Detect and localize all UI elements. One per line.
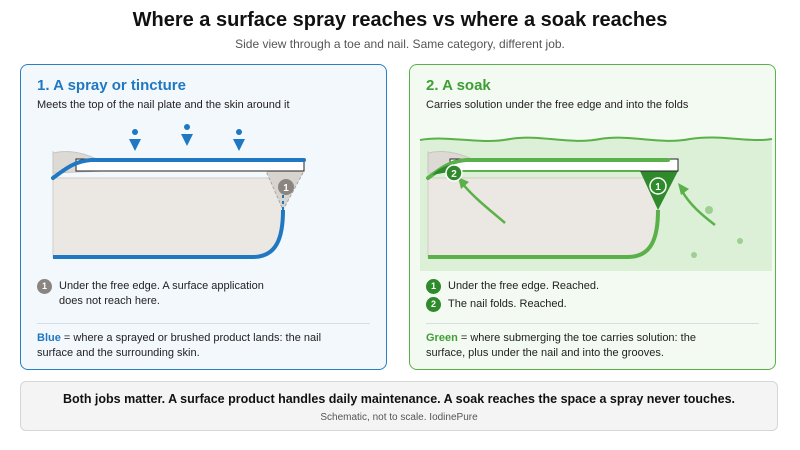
spray-note: Blue = where a sprayed or brushed produc…: [37, 331, 327, 361]
spray-panel-title: 1. A spray or tincture: [37, 77, 186, 94]
page-subtitle: Side view through a toe and nail. Same c…: [235, 37, 565, 51]
soak-legend-1: 1 Under the free edge. Reached.: [426, 279, 726, 294]
spray-coverage-line: [51, 158, 306, 180]
spray-legend-1-num: 1: [37, 279, 52, 294]
soak-coverage-tip: [428, 209, 660, 259]
soak-legend-1-num: 1: [426, 279, 441, 294]
soak-note: Green = where submerging the toe carries…: [426, 331, 726, 361]
soak-panel-description: Carries solution under the free edge and…: [426, 99, 689, 111]
footer-box: Both jobs matter. A surface product hand…: [20, 381, 778, 431]
soak-legend-2: 2 The nail folds. Reached.: [426, 297, 726, 312]
soak-marker-1: [649, 177, 667, 195]
soak-diagram: 2 1: [419, 136, 773, 271]
soak-bubble: [705, 206, 713, 214]
soak-panel: 2. A soak Carries solution under the fre…: [409, 64, 776, 370]
soak-arrow-edge: [680, 190, 716, 226]
spray-marker-1: [278, 179, 294, 195]
soak-note-keyword: Green: [426, 332, 458, 344]
spray-marker-1-label: 1: [283, 183, 289, 194]
soak-note-text: = where submerging the toe carries solut…: [426, 332, 696, 359]
soak-panel-title: 2. A soak: [426, 77, 491, 94]
soak-legend-2-text: The nail folds. Reached.: [448, 298, 567, 310]
spray-note-text: = where a sprayed or brushed product lan…: [37, 332, 322, 359]
spray-droplet: [181, 124, 193, 146]
soak-arrow-fold-head: [458, 177, 469, 189]
spray-legend-1-text: Under the free edge. A surface applicati…: [59, 280, 264, 307]
spray-droplet: [233, 129, 245, 151]
soak-marker-2-label: 2: [451, 169, 457, 180]
spray-note-keyword: Blue: [37, 332, 61, 344]
soak-marker-1-label: 1: [655, 182, 661, 193]
spray-diagram: 1: [51, 124, 306, 259]
soak-bubble: [691, 252, 697, 258]
footer-main: Both jobs matter. A surface product hand…: [63, 392, 735, 406]
page-title: Where a surface spray reaches vs where a…: [132, 9, 668, 31]
soak-water-surface: [419, 136, 773, 142]
spray-panel: 1. A spray or tincture Meets the top of …: [20, 64, 387, 370]
soak-legend-2-num: 2: [426, 297, 441, 312]
spray-legend-1: 1 Under the free edge. A surface applica…: [37, 279, 277, 309]
footer-sub: Schematic, not to scale. IodinePure: [320, 412, 478, 423]
soak-divider: [426, 323, 759, 324]
spray-droplet: [129, 129, 141, 151]
soak-arrow-fold: [461, 182, 506, 224]
soak-arrow-edge-head: [678, 183, 689, 195]
spray-divider: [37, 323, 370, 324]
spray-tip-coverage: [53, 209, 285, 259]
soak-coverage-top: [426, 158, 670, 180]
spray-panel-description: Meets the top of the nail plate and the …: [37, 99, 290, 111]
soak-bubble: [737, 238, 743, 244]
soak-marker-2: [445, 164, 463, 182]
soak-legend-1-text: Under the free edge. Reached.: [448, 280, 600, 292]
